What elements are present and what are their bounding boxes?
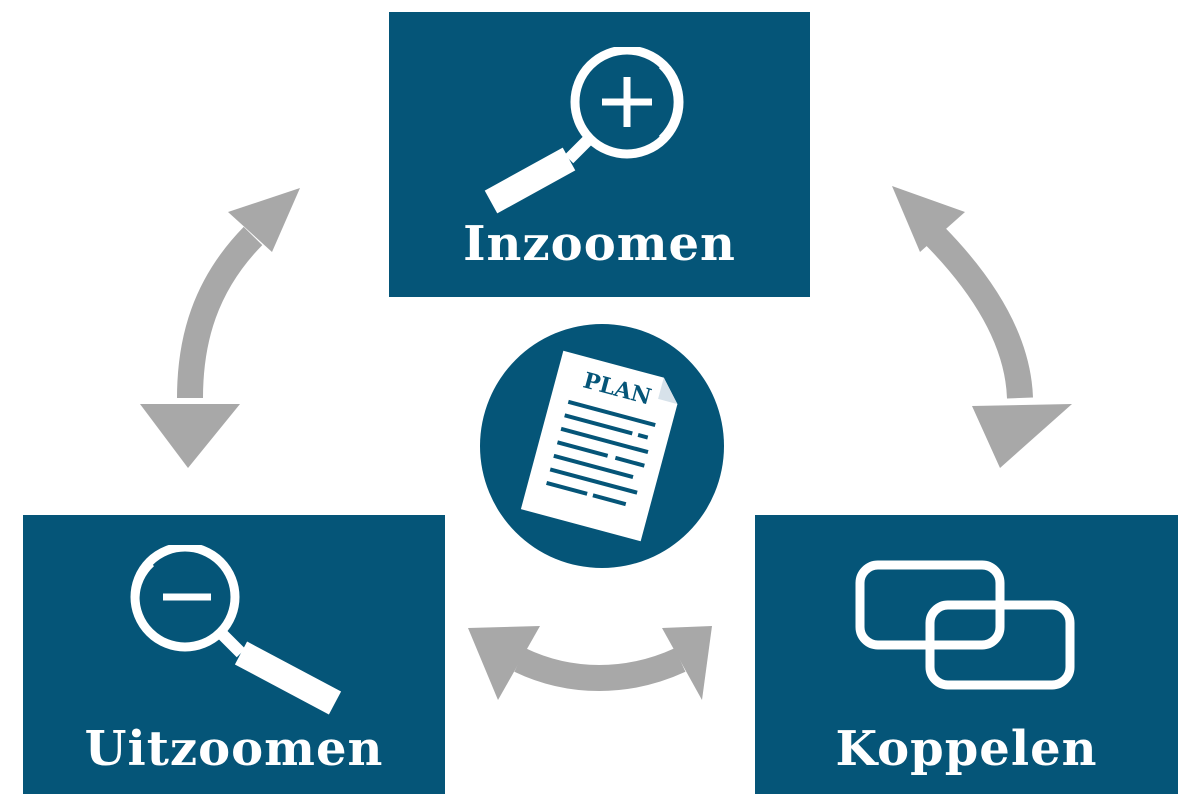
plan-document-icon: PLAN — [520, 350, 678, 542]
node-label-koppelen: Koppelen — [835, 721, 1098, 777]
double-arrow-bottom — [468, 626, 712, 700]
double-arrow-right — [892, 186, 1072, 468]
node-koppelen: Koppelen — [755, 515, 1178, 794]
node-uitzoomen: Uitzoomen — [23, 515, 445, 794]
zoom-out-icon — [130, 545, 342, 715]
node-label-uitzoomen: Uitzoomen — [84, 721, 384, 777]
center-plan-node: PLAN — [480, 324, 724, 568]
node-label-inzoomen: Inzoomen — [463, 216, 736, 272]
node-inzoomen: Inzoomen — [389, 12, 810, 297]
zoom-in-icon — [484, 47, 684, 214]
link-icon — [855, 560, 1075, 690]
double-arrow-left — [140, 188, 300, 468]
